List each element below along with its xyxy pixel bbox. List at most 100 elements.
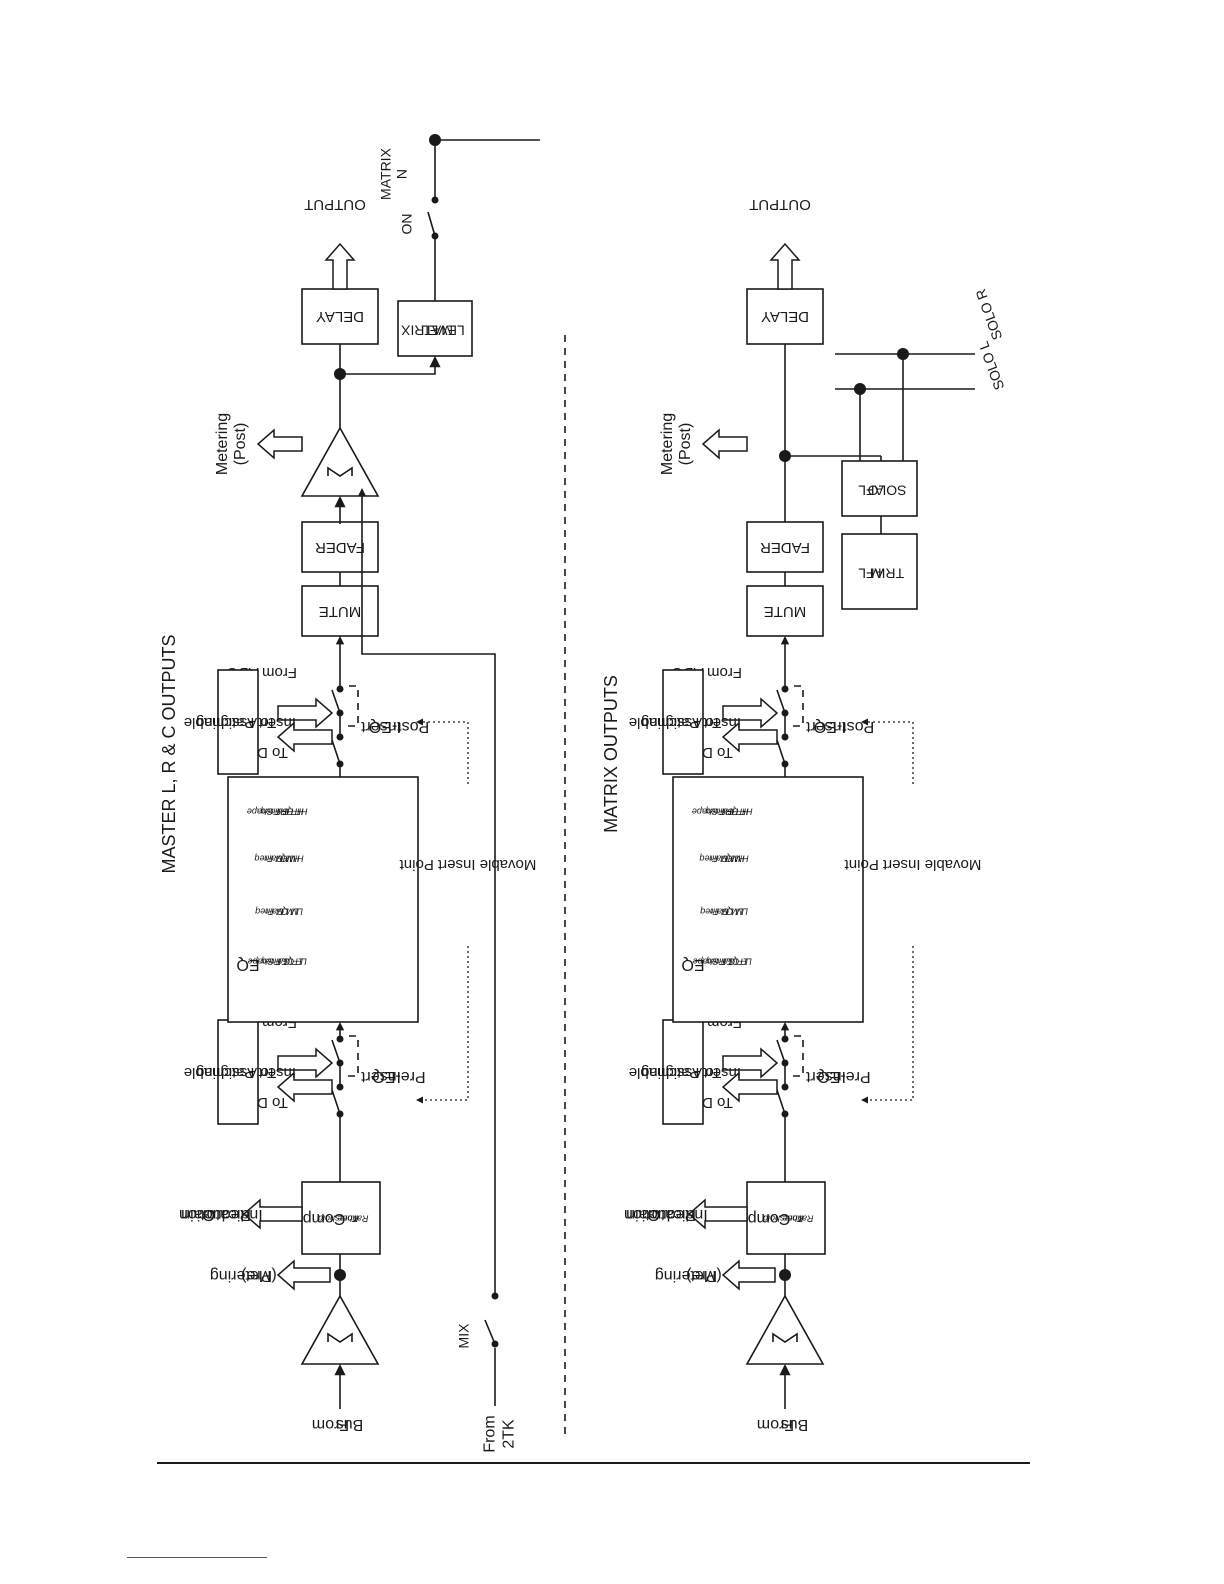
master-metering-post-label-line-0: Metering <box>214 413 231 475</box>
matrix-eq-group-2-line-2: HM Q <box>725 854 749 864</box>
matrix-movable-insert-label: Movable Insert Point <box>844 856 982 873</box>
master-fader-label: FADER <box>315 539 365 556</box>
matrix-movable-arrow-right <box>861 718 868 726</box>
master-insert-post-patch-label-line-0: To Assignable <box>184 714 277 731</box>
matrix-insert-post-patch-box <box>662 669 704 775</box>
rotated-frame: MASTER L, R & C OUTPUTSFromBusMetering(P… <box>159 134 1007 1453</box>
master-eq-group-3-line-0: HF Shape <box>247 807 287 817</box>
matrix-insert-pre-from-adc-arrow <box>722 1047 779 1079</box>
master-arrow-eq-in <box>335 1022 345 1031</box>
master-eq-group-3-line-2: HF Gain <box>270 807 303 817</box>
master-movable-arrow-right <box>416 718 423 726</box>
master-junction-metering-pre <box>334 1269 346 1281</box>
matrix-eq-group-0-line-3: LF Q <box>732 957 752 967</box>
matrix-mute-label: MUTE <box>764 603 807 620</box>
matrix-afl-trim-label-line-0: AFL <box>858 565 884 581</box>
master-eq-box <box>227 776 419 1023</box>
master-eq-group-3-line-1: HF Freq <box>261 807 294 817</box>
master-insert-pre-to-dac-arrow <box>276 1071 333 1103</box>
matrix-junction-metering-pre <box>779 1269 791 1281</box>
matrix-insert-post-dashed-bracket <box>791 685 804 727</box>
master-input-amp <box>300 1294 380 1365</box>
master-on-label: ON <box>399 214 415 235</box>
master-insert-post-patch-label-line-1: Insert Patching <box>196 714 296 731</box>
matrix-insert-post-from-adc-arrow <box>722 697 779 729</box>
master-arrow-input <box>334 1364 346 1376</box>
bottom-rule <box>157 1462 1030 1464</box>
matrix-movable-dotted-right <box>865 721 914 784</box>
master-arrow-matrix-in <box>429 356 441 368</box>
matrix-metering-post-label-line-0: Metering <box>659 413 676 475</box>
matrix-insert-post-insert-label-line-0: Insert <box>805 718 846 735</box>
matrix-eq-group-1-line-2: LM Q <box>726 907 748 917</box>
master-eq-group-1-line-0: LM Freq <box>255 907 289 917</box>
matrix-comp-title: Comp <box>748 1210 791 1227</box>
master-insert-pre-dashed-bracket <box>346 1035 359 1077</box>
matrix-insert-post-switch-blade-a <box>776 739 786 765</box>
master-wire-matrix-branch <box>340 366 436 375</box>
master-gain-reduction-arrow <box>242 1198 303 1230</box>
matrix-input-amp <box>745 1294 825 1365</box>
master-metering-pre-label-line-0: Metering <box>210 1267 272 1284</box>
master-matrix-level-label-line-0: MATRIX <box>400 322 453 338</box>
master-eq-group-0-line-2: LF Gain <box>271 957 303 967</box>
master-input-amp-sigma <box>327 1332 353 1343</box>
matrix-arrow-eq-in <box>780 1022 790 1031</box>
master-arrow-mute-in <box>335 636 345 645</box>
matrix-insert-post-patch-label-line-0: To Assignable <box>629 714 722 731</box>
master-insert-post-to-dac-arrow <box>276 721 333 753</box>
matrix-comp-params-line-2: Ratio <box>792 1214 813 1224</box>
master-arrow-2tk-amp <box>357 488 367 497</box>
matrix-solo-l-label: SOLO L <box>975 339 1007 392</box>
matrix-solo-r-label: SOLO R <box>972 287 1005 342</box>
master-output-label: OUTPUT <box>304 196 366 213</box>
master-insert-post-dashed-bracket <box>346 685 359 727</box>
matrix-insert-pre-switch-blade-b <box>776 1039 786 1064</box>
matrix-insert-pre-patch-label-line-1: Insert Patching <box>641 1064 741 1081</box>
master-eq-group-0-line-0: LF Shape <box>248 957 287 967</box>
master-insert-pre-switch-blade-a <box>331 1089 341 1115</box>
matrix-eq-title: EQ <box>681 956 704 973</box>
matrix-fader-label: FADER <box>760 539 810 556</box>
master-insert-pre-patch-label-line-0: To Assignable <box>184 1064 277 1081</box>
matrix-movable-arrow-left <box>861 1096 868 1104</box>
master-eq-group-0-line-3: LF Q <box>287 957 307 967</box>
master-eq-group-1-line-2: LM Q <box>281 907 303 917</box>
matrix-insert-pre-insert-label-line-0: Insert <box>805 1068 846 1085</box>
matrix-eq-group-0-line-1: LF Freq <box>706 957 737 967</box>
master-from-bus-label-line-1: Bus <box>336 1416 364 1433</box>
matrix-title: MATRIX OUTPUTS <box>601 675 621 833</box>
master-gain-reduction-label-line-0: Gain <box>181 1206 215 1223</box>
master-title: MASTER L, R & C OUTPUTS <box>159 634 179 873</box>
master-insert-post-from-adc-arrow <box>277 697 334 729</box>
master-insert-pre-insert-label-line-1: Pre-EQ <box>372 1068 425 1085</box>
master-movable-arrow-left <box>416 1096 423 1104</box>
matrix-comp-params-line-1: Knee <box>782 1214 803 1224</box>
matrix-metering-pre-label-line-1: (Pre) <box>686 1267 722 1284</box>
matrix-metering-post-arrow <box>701 428 748 460</box>
matrix-eq-group-3-line-0: HF Shape <box>692 807 732 817</box>
matrix-afl-solo-label-line-1: SOLO <box>867 482 906 498</box>
master-insert-pre-patch-label-line-1: Insert Patching <box>196 1064 296 1081</box>
matrix-afl-solo-label-line-0: AFL <box>858 482 884 498</box>
master-wire-2tk-to-amp <box>361 494 496 1296</box>
matrix-afl-trim-box <box>841 533 918 610</box>
matrix-eq-group-0-line-2: LF Gain <box>716 957 748 967</box>
matrix-insert-pre-to-dac-arrow <box>721 1071 778 1103</box>
matrix-output-label: OUTPUT <box>749 196 811 213</box>
matrix-insert-pre-switch-blade-a <box>776 1089 786 1115</box>
matrix-input-amp-sigma <box>772 1332 798 1343</box>
matrix-eq-group-3-line-3: HF Q <box>731 807 752 817</box>
master-insert-pre-insert-label-line-0: Insert <box>360 1068 401 1085</box>
master-metering-pre-arrow <box>276 1259 331 1291</box>
matrix-gain-reduction-label-line-0: Gain <box>626 1206 660 1223</box>
master-comp-params-line-1: Knee <box>337 1214 358 1224</box>
master-movable-dotted-right <box>420 721 469 784</box>
matrix-metering-pre-label-line-0: Metering <box>655 1267 717 1284</box>
master-insert-pre-from-adc-arrow <box>277 1047 334 1079</box>
matrix-eq-group-2-line-1: HM Gain <box>709 854 745 864</box>
matrix-movable-dotted-left <box>865 944 914 1101</box>
footer-link-underline <box>127 1557 267 1558</box>
matrix-afl-trim-label-line-1: TRIM <box>870 565 904 581</box>
